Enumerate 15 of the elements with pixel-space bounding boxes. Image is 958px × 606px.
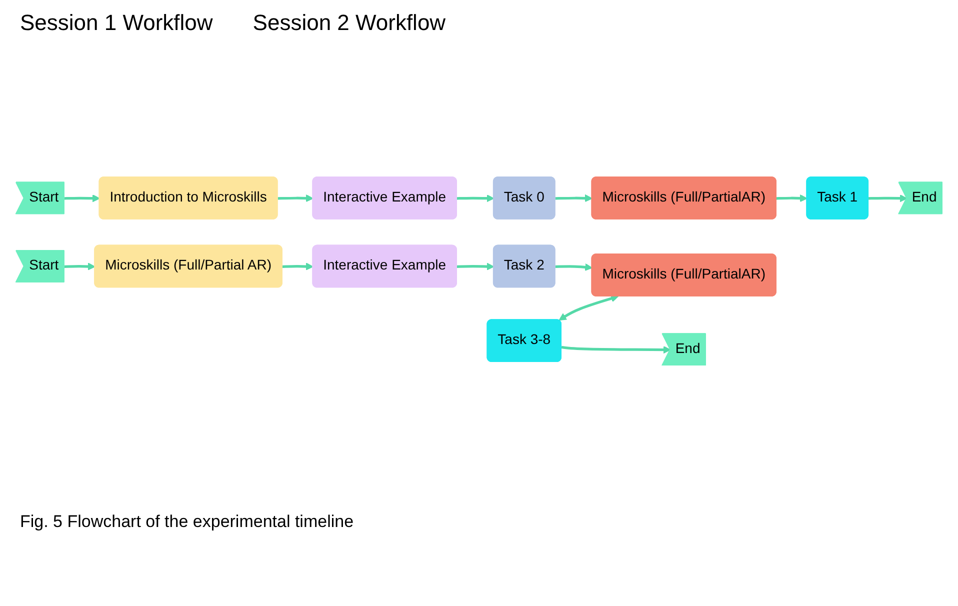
arrow	[868, 194, 908, 202]
arrow	[64, 262, 96, 270]
arrow	[561, 346, 671, 354]
section-heading: Session 1 Workflow	[20, 10, 213, 36]
arrow	[278, 194, 314, 202]
section-heading: Session 2 Workflow	[252, 10, 446, 36]
arrow	[558, 294, 618, 320]
arrow	[282, 262, 314, 270]
arrow	[555, 194, 592, 202]
arrow	[456, 262, 494, 270]
figure-caption: Fig. 5 Flowchart of the experimental timeline	[19, 511, 355, 533]
arrow	[776, 194, 808, 202]
arrow	[555, 263, 592, 271]
arrow	[456, 194, 494, 202]
arrow	[64, 194, 100, 202]
